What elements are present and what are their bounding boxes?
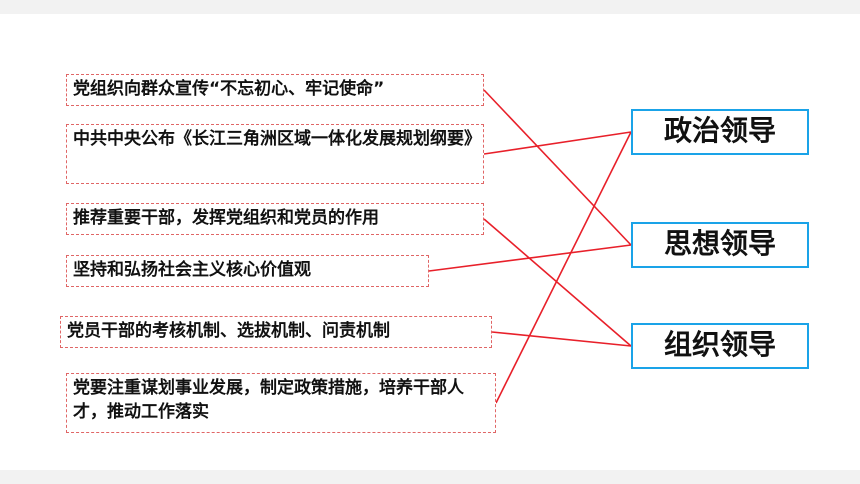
bottom-band [0,470,860,484]
statement-s6: 党要注重谋划事业发展，制定政策措施，培养干部人才，推动工作落实 [66,373,496,433]
connector-s2-political [483,131,632,155]
statement-s1: 党组织向群众宣传“不忘初心、牢记使命” [66,74,484,106]
statement-s5: 党员干部的考核机制、选拔机制、问责机制 [60,316,492,348]
connector-s4-ideological [428,244,632,272]
connector-s1-ideological [483,89,632,246]
connector-s5-organizational [491,331,632,347]
category-ideological-leadership: 思想领导 [631,222,809,268]
category-political-leadership: 政治领导 [631,109,809,155]
connector-s6-political [495,131,632,404]
statement-s3: 推荐重要干部，发挥党组织和党员的作用 [66,203,484,235]
statement-s2: 中共中央公布《长江三角洲区域一体化发展规划纲要》 [66,124,484,184]
category-organizational-leadership: 组织领导 [631,323,809,369]
connector-s3-organizational [483,218,632,347]
top-band [0,0,860,14]
statement-s4: 坚持和弘扬社会主义核心价值观 [66,255,429,287]
